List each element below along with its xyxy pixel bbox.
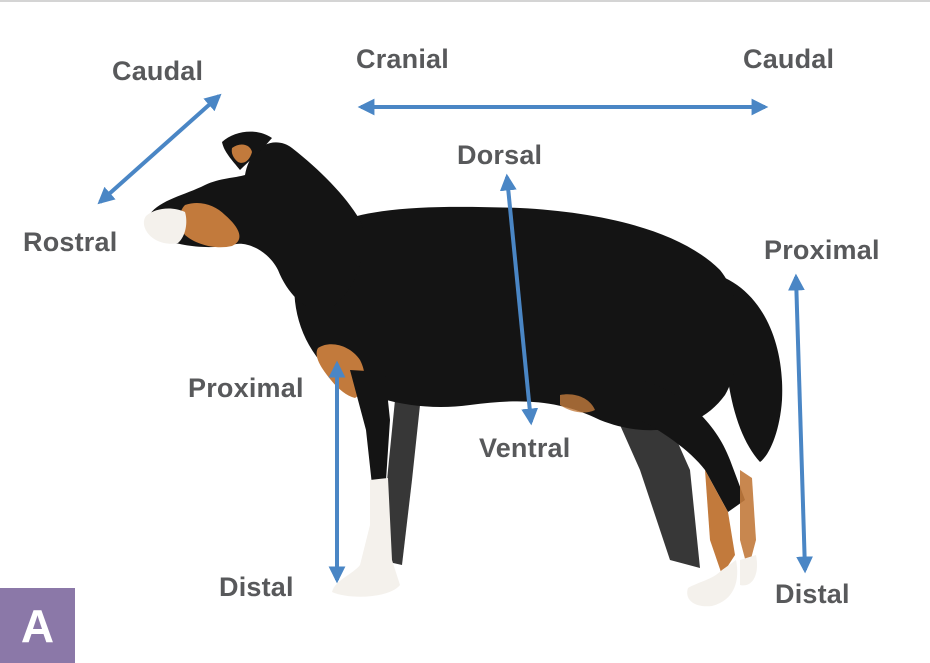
label-rostral: Rostral (23, 227, 118, 257)
label-dorsal: Dorsal (457, 140, 543, 170)
label-cranial: Cranial (356, 44, 449, 74)
label-proximal-hind: Proximal (764, 235, 880, 265)
direction-arrows (97, 93, 813, 584)
top-border-line (0, 0, 930, 2)
dog-body (143, 131, 783, 607)
label-caudal-body: Caudal (743, 44, 835, 74)
arrow-proximal-distal-hind (788, 273, 813, 574)
label-distal-hind: Distal (775, 579, 850, 609)
label-proximal-front: Proximal (188, 373, 304, 403)
arrow-dorsal-ventral (499, 173, 539, 426)
label-ventral: Ventral (479, 433, 571, 463)
label-caudal-head: Caudal (112, 56, 204, 86)
label-distal-front: Distal (219, 572, 294, 602)
arrow-caudal-rostral (97, 93, 222, 205)
panel-badge-a: A (0, 588, 75, 663)
